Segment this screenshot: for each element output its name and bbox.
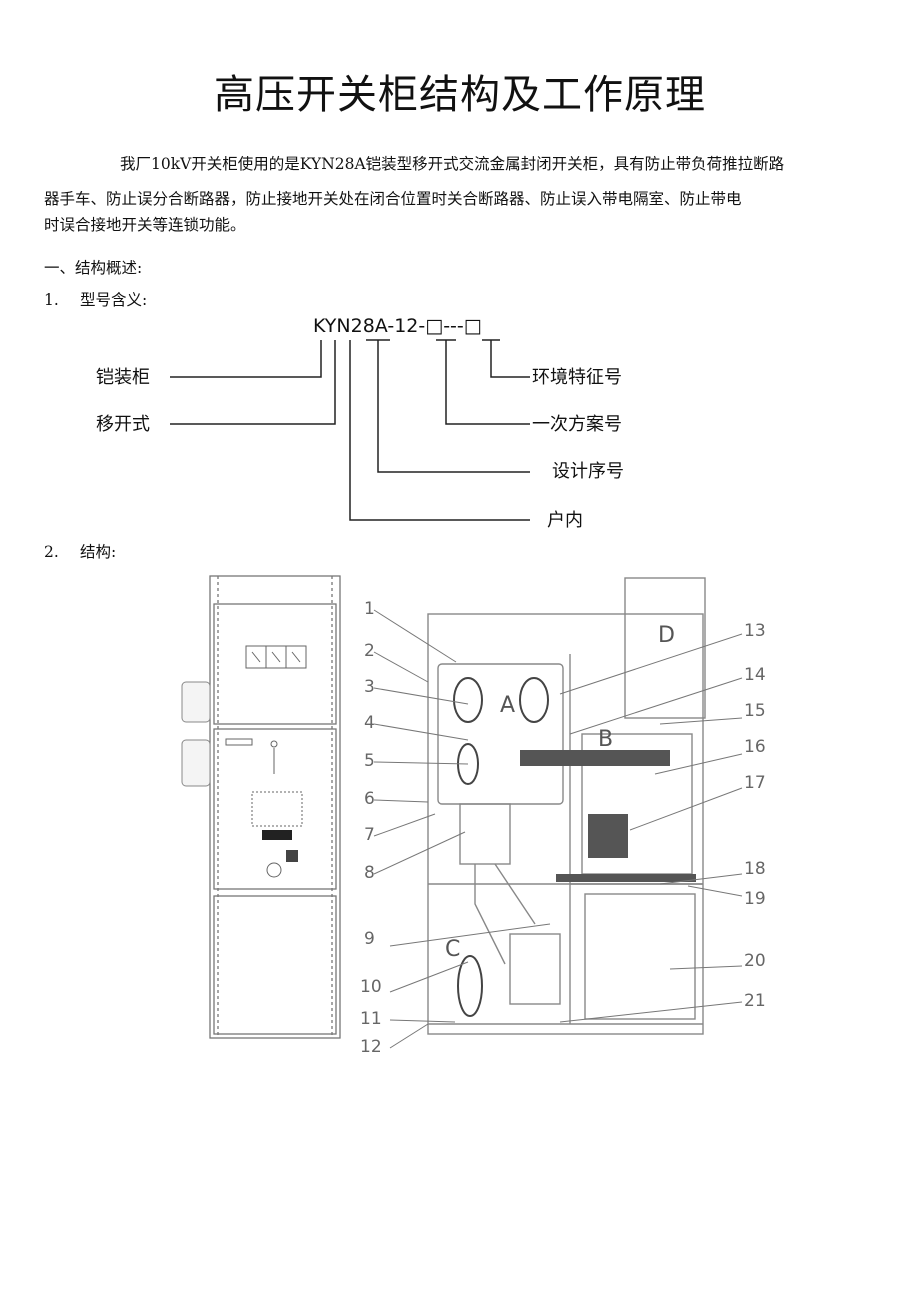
callout-14: 14: [744, 665, 766, 685]
label-environment-code: 环境特征号: [532, 367, 622, 388]
label-indoor: 户内: [547, 510, 583, 531]
model-code-diagram: KYN28A-12-□---□ 铠装柜 移开式 环境特征号 一次方案号 设计序号…: [96, 315, 624, 531]
item-label: 结构:: [80, 543, 117, 561]
callout-15: 15: [744, 701, 766, 721]
compartment-b-label: B: [598, 727, 613, 752]
switch-handle: [286, 850, 298, 862]
item-structure: 2. 结构:: [44, 540, 116, 562]
cabinet-section-view: A B C D 1 2 3 4 5 6 7 8 9 10 11 12 13 14…: [360, 577, 766, 1057]
code-leader-lines: [170, 339, 530, 521]
compartment-c-label: C: [445, 937, 460, 962]
item-number: 2.: [44, 543, 59, 561]
callout-3: 3: [364, 677, 375, 697]
callout-5: 5: [364, 751, 375, 771]
callout-18: 18: [744, 859, 766, 879]
callout-19: 19: [744, 889, 766, 909]
callout-1: 1: [364, 599, 375, 619]
item-model-meaning: 1. 型号含义:: [44, 288, 147, 310]
callout-17: 17: [744, 773, 766, 793]
page-title: 高压开关柜结构及工作原理: [214, 72, 706, 118]
label-armored-cabinet: 铠装柜: [96, 367, 150, 388]
label-withdrawable: 移开式: [96, 414, 150, 435]
compartment-a-label: A: [500, 693, 515, 718]
item-label: 型号含义:: [80, 291, 148, 309]
section-heading-structure-overview: 一、结构概述:: [44, 259, 143, 277]
item-number: 1.: [44, 291, 59, 309]
callout-16: 16: [744, 737, 766, 757]
intro-line-2: 器手车、防止误分合断路器，防止接地开关处在闭合位置时关合断路器、防止误入带电隔室…: [44, 190, 742, 208]
callout-20: 20: [744, 951, 766, 971]
indicator-panel: [262, 830, 292, 840]
compartment-d-label: D: [658, 623, 675, 648]
callout-8: 8: [364, 863, 375, 883]
callout-12: 12: [360, 1037, 382, 1057]
intro-paragraph: 我厂10kV开关柜使用的是KYN28A铠装型移开式交流金属封闭开关柜，具有防止带…: [44, 146, 884, 238]
callout-21: 21: [744, 991, 766, 1011]
intro-line-3: 时误合接地开关等连锁功能。: [44, 216, 246, 234]
model-code: KYN28A-12-□---□: [313, 315, 482, 337]
cabinet-front-view: [181, 575, 341, 1039]
callout-7: 7: [364, 825, 375, 845]
callout-4: 4: [364, 713, 375, 733]
callout-2: 2: [364, 641, 375, 661]
intro-line-1: 我厂10kV开关柜使用的是KYN28A铠装型移开式交流金属封闭开关柜，具有防止带…: [120, 155, 785, 173]
callout-6: 6: [364, 789, 375, 809]
label-primary-scheme: 一次方案号: [532, 414, 622, 435]
callout-10: 10: [360, 977, 382, 997]
callout-9: 9: [364, 929, 375, 949]
callout-11: 11: [360, 1009, 382, 1029]
callout-13: 13: [744, 621, 766, 641]
label-design-serial: 设计序号: [552, 461, 624, 482]
